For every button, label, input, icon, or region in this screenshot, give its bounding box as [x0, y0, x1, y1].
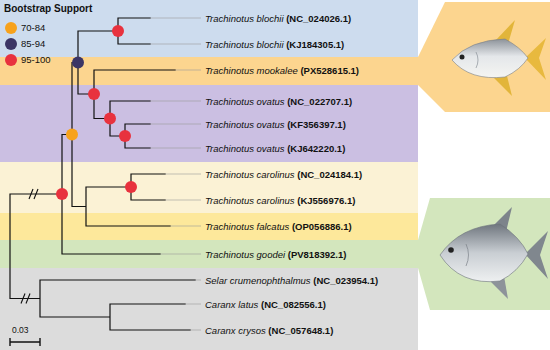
taxon-label: Caranx latus (NC_082556.1) — [205, 298, 326, 311]
accession-number: (NC_057648.1) — [266, 325, 334, 336]
taxon-label: Trachinotus ovatus (KF356397.1) — [205, 118, 346, 131]
taxon-label: Trachinotus ovatus (NC_022707.1) — [205, 95, 352, 108]
fish-eye — [448, 247, 454, 253]
fish-body — [452, 39, 528, 78]
taxon-label: Trachinotus blochii (KJ184305.1) — [205, 38, 344, 51]
accession-number: (NC_082556.1) — [258, 299, 326, 310]
tree-branches — [10, 18, 195, 330]
species-name: Caranx crysos — [205, 325, 266, 336]
accession-number: (PX528615.1) — [298, 65, 359, 76]
fish-gill — [476, 52, 478, 68]
support-dots — [56, 25, 137, 200]
accession-number: (PV818392.1) — [285, 249, 346, 260]
accession-number: (KF356397.1) — [285, 119, 346, 130]
accession-number: (NC_022707.1) — [285, 96, 353, 107]
taxon-label: Caranx crysos (NC_057648.1) — [205, 324, 333, 337]
callout-wedge — [418, 198, 550, 310]
species-name: Trachinotus ovatus — [205, 143, 285, 154]
legend-label: 95-100 — [21, 54, 51, 66]
taxon-label: Trachinotus carolinus (KJ556976.1) — [205, 194, 355, 207]
callout-wedge — [418, 2, 550, 112]
fish-tail — [525, 231, 548, 279]
fish-illustration — [440, 207, 548, 299]
taxon-label: Trachinotus carolinus (NC_024184.1) — [205, 168, 362, 181]
taxon-label: Selar crumenophthalmus (NC_023954.1) — [205, 274, 378, 287]
species-name: Caranx latus — [205, 299, 258, 310]
clade-band: Trachinotus mookalee (PX528615.1) — [0, 57, 418, 85]
support-dot — [112, 25, 124, 37]
fish-body — [440, 224, 528, 282]
legend-label: 70-84 — [21, 22, 45, 34]
taxon-label: Trachinotus blochii (NC_024026.1) — [205, 12, 351, 25]
support-dot — [66, 129, 78, 141]
species-name: Trachinotus carolinus — [205, 169, 295, 180]
fish-gill — [466, 244, 469, 266]
branch-break — [21, 189, 38, 304]
accession-number: (NC_024026.1) — [284, 13, 352, 24]
species-name: Trachinotus falcatus — [205, 221, 289, 232]
taxon-label: Trachinotus falcatus (OP056886.1) — [205, 220, 352, 233]
taxon-label: Trachinotus ovatus (KJ642220.1) — [205, 142, 345, 155]
species-name: Trachinotus blochii — [205, 39, 284, 50]
support-dot — [125, 181, 137, 193]
accession-number: (KJ184305.1) — [284, 39, 345, 50]
legend-swatch — [5, 22, 17, 34]
fish-tail — [525, 38, 546, 80]
legend-title: Bootstrap Support — [4, 3, 92, 14]
species-name: Trachinotus blochii — [205, 13, 284, 24]
support-dot — [56, 188, 68, 200]
clade-band: Trachinotus carolinus (NC_024184.1)Trach… — [0, 162, 418, 213]
taxon-label: Trachinotus mookalee (PX528615.1) — [205, 64, 359, 77]
clade-band: Trachinotus ovatus (NC_022707.1)Trachino… — [0, 85, 418, 162]
support-dot — [104, 113, 116, 125]
scale-value: 0.03 — [12, 325, 29, 335]
clade-band: Trachinotus falcatus (OP056886.1) — [0, 213, 418, 240]
accession-number: (NC_023954.1) — [311, 275, 379, 286]
support-dot — [72, 57, 84, 69]
legend-swatch — [5, 54, 17, 66]
taxon-label: Trachinotus goodei (PV818392.1) — [205, 248, 346, 261]
support-dot — [88, 88, 100, 100]
fish-eye — [460, 55, 465, 60]
accession-number: (KJ642220.1) — [285, 143, 346, 154]
legend-swatch — [5, 38, 17, 50]
species-name: Trachinotus ovatus — [205, 119, 285, 130]
accession-number: (OP056886.1) — [289, 221, 351, 232]
support-dot — [119, 130, 131, 142]
accession-number: (NC_024184.1) — [295, 169, 363, 180]
fish-illustration — [452, 20, 546, 96]
species-name: Trachinotus ovatus — [205, 96, 285, 107]
legend-label: 85-94 — [21, 38, 45, 50]
species-name: Selar crumenophthalmus — [205, 275, 311, 286]
scale-bar — [10, 338, 40, 346]
species-name: Trachinotus goodei — [205, 249, 285, 260]
species-name: Trachinotus mookalee — [205, 65, 298, 76]
accession-number: (KJ556976.1) — [295, 195, 356, 206]
species-name: Trachinotus carolinus — [205, 195, 295, 206]
